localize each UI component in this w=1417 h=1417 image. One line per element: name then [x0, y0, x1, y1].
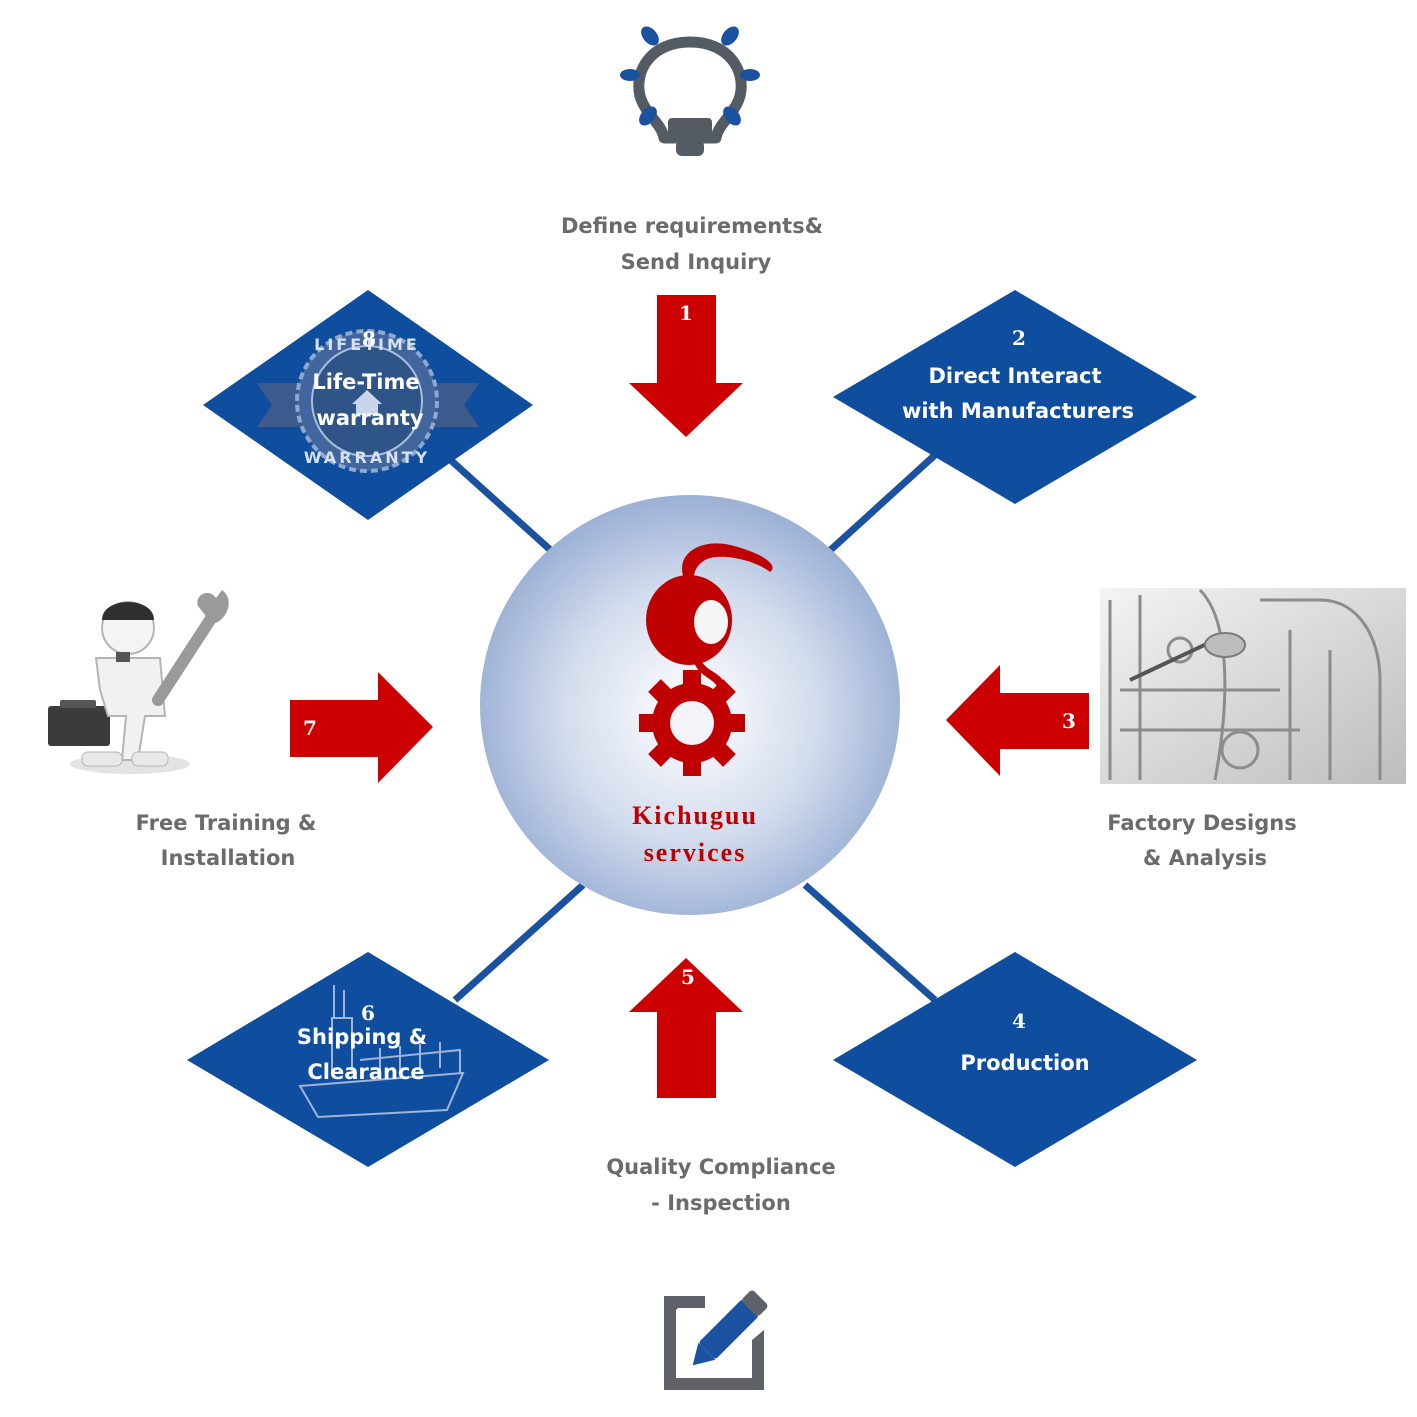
mechanic-figure-icon	[48, 590, 229, 774]
step-8-title-line2: warranty	[316, 406, 423, 430]
factory-sketch-icon	[1100, 588, 1406, 784]
step-number-6: 6	[361, 1001, 375, 1025]
diamond-step-4	[833, 952, 1197, 1167]
step-number-4: 4	[1012, 1009, 1026, 1033]
step-6-title-line1: Shipping &	[297, 1025, 427, 1049]
step-7-title-line2: Installation	[161, 846, 296, 870]
step-3-title-line2: & Analysis	[1143, 846, 1267, 870]
arrow-step-1	[629, 295, 743, 437]
step-number-2: 2	[1012, 326, 1026, 350]
step-6-title-line2: Clearance	[307, 1060, 424, 1084]
step-1-title-line2: Send Inquiry	[621, 250, 772, 274]
connector-line-2	[822, 452, 938, 558]
warranty-seal: LIFETIME WARRANTY	[257, 329, 479, 473]
seal-bottom-text: WARRANTY	[304, 448, 430, 467]
step-number-8: 8	[362, 327, 376, 351]
connector-line-6	[452, 882, 586, 1003]
connector-line-4	[802, 882, 938, 1003]
step-2-title-line2: with Manufacturers	[902, 399, 1134, 423]
connector-line-8	[442, 452, 559, 558]
step-7-title-line1: Free Training &	[136, 811, 317, 835]
house-icon	[352, 390, 382, 415]
step-1-title-line1: Define requirements&	[561, 214, 823, 238]
arrow-step-5	[629, 958, 743, 1098]
brand-name-line1: Kichuguu	[632, 801, 758, 830]
diamond-step-2	[833, 290, 1197, 504]
step-2-title-line1: Direct Interact	[928, 364, 1101, 388]
arrow-step-3	[946, 665, 1089, 776]
step-5-title-line2: - Inspection	[651, 1191, 791, 1215]
step-number-1: 1	[679, 301, 693, 325]
seal-top-text: LIFETIME	[314, 335, 420, 354]
connectors	[442, 452, 938, 1003]
step-8-title-line1: Life-Time	[312, 370, 419, 394]
step-5-title-line1: Quality Compliance	[606, 1155, 835, 1179]
step-number-7: 7	[303, 716, 317, 740]
ship-icon	[298, 985, 465, 1119]
step-4-title: Production	[960, 1051, 1089, 1075]
step-number-5: 5	[681, 965, 695, 989]
robot-gear-logo-icon	[639, 543, 773, 776]
lightbulb-icon	[620, 26, 760, 156]
document-edit-icon	[664, 1290, 768, 1390]
brand-name-line2: services	[644, 838, 747, 867]
step-number-3: 3	[1062, 709, 1076, 733]
arrow-step-7	[290, 672, 433, 783]
step-3-title-line1: Factory Designs	[1107, 811, 1296, 835]
